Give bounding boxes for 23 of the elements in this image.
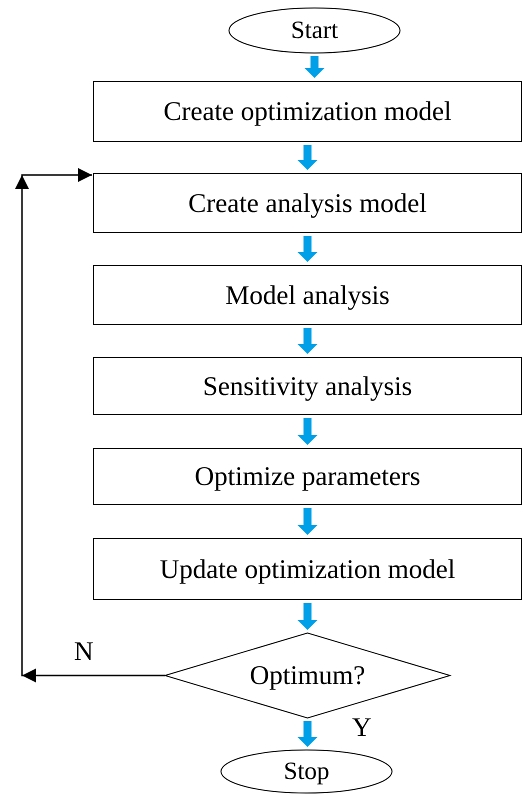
- arrow: [298, 328, 318, 354]
- process-box: [93, 81, 522, 142]
- process-box: [93, 265, 522, 325]
- node-label: Create analysis model: [188, 190, 427, 216]
- process-box: [93, 357, 522, 415]
- process-box: [93, 538, 522, 600]
- arrow: [298, 508, 318, 535]
- process-box: [93, 448, 522, 505]
- arrow: [298, 721, 318, 747]
- arrow: [298, 145, 318, 170]
- node-label: Sensitivity analysis: [202, 372, 412, 400]
- arrow: [298, 418, 318, 445]
- node-label: Update optimization model: [160, 556, 456, 582]
- node-label: Start: [290, 18, 338, 43]
- node-label: Optimum?: [250, 662, 366, 689]
- process-box: [93, 173, 522, 233]
- node-label: Optimize parameters: [194, 463, 420, 490]
- node-label: Model analysis: [225, 282, 390, 308]
- node-label: Stop: [284, 759, 330, 784]
- arrow: [298, 236, 318, 262]
- arrow: [298, 603, 318, 630]
- node-label: Create optimization model: [164, 98, 452, 125]
- arrow: [304, 56, 324, 78]
